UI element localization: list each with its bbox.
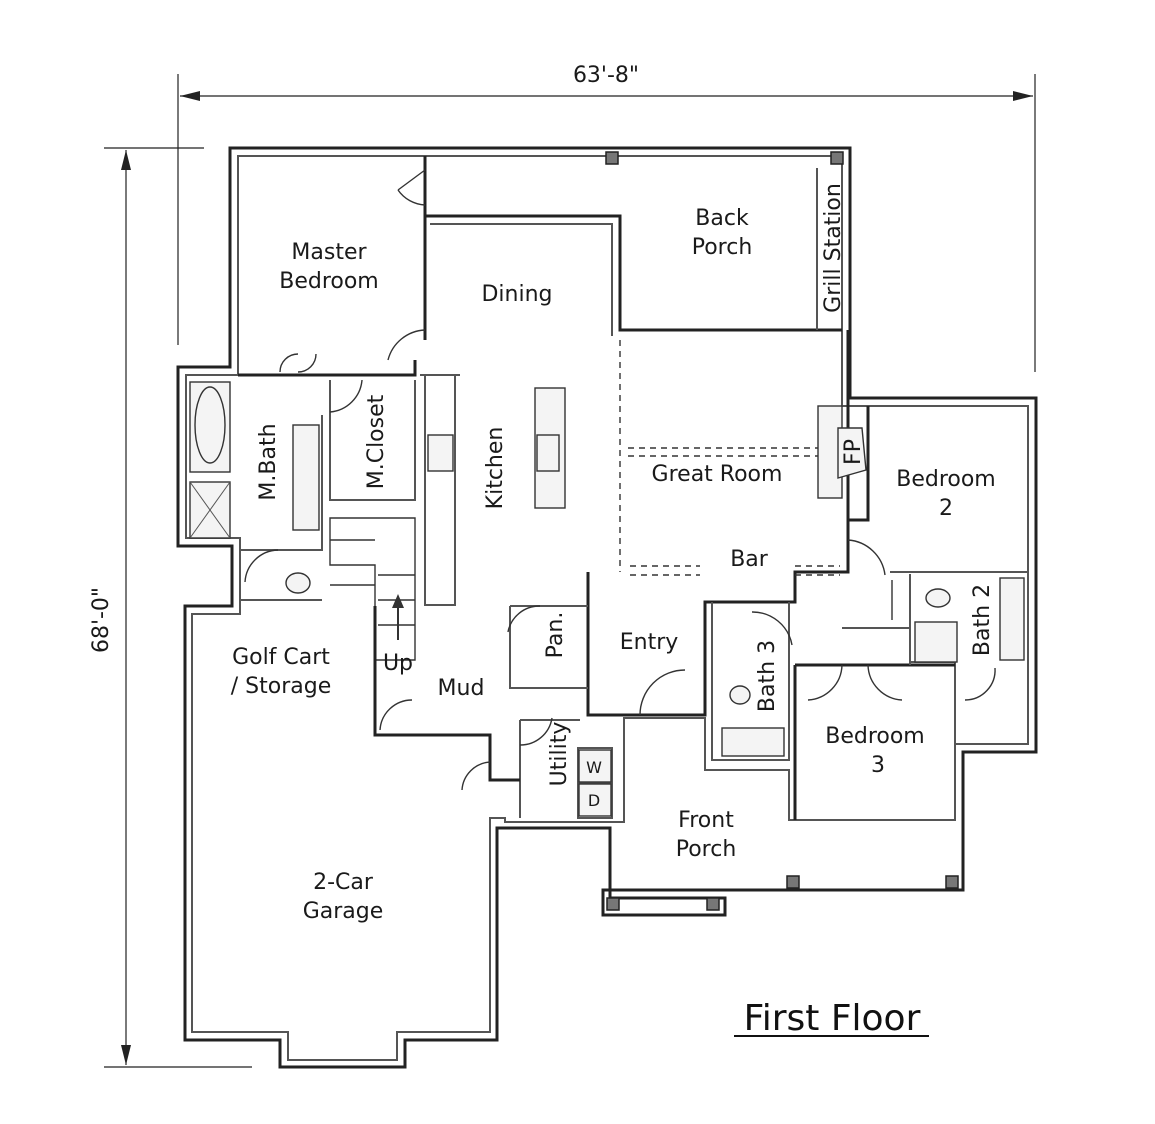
room-garage-line1: 2-Car: [313, 870, 374, 895]
room-kitchen: Kitchen: [483, 427, 508, 510]
porch-post: [945, 875, 959, 889]
interior-walls: [189, 156, 1028, 820]
stairs-up-label: Up: [383, 651, 413, 676]
porch-post: [606, 897, 620, 911]
room-bedroom-3-line2: 3: [871, 753, 885, 778]
porch-post: [786, 875, 800, 889]
dryer-label: D: [588, 791, 600, 810]
bath3-toilet: [729, 685, 751, 705]
room-bath-2: Bath 2: [970, 584, 995, 656]
washer: [578, 749, 612, 783]
dimension-depth: [104, 147, 252, 1068]
porch-post: [706, 897, 720, 911]
dryer: [578, 783, 612, 817]
room-master-bedroom-line1: Master: [291, 240, 367, 265]
room-master-bedroom-line2: Bedroom: [279, 269, 379, 294]
room-golf-cart-line2: / Storage: [231, 674, 331, 699]
doors: [244, 169, 996, 791]
porch-post: [830, 151, 844, 165]
dimension-width: [177, 74, 1036, 372]
room-bedroom-2-line2: 2: [939, 496, 953, 521]
bath2-vanity: [999, 577, 1025, 661]
bath3-tub: [721, 727, 785, 757]
room-grill-station: Grill Station: [821, 183, 846, 313]
dimension-width-label: 63'-8": [573, 63, 639, 88]
fireplace-label: FP: [841, 439, 866, 465]
room-back-porch-line2: Porch: [692, 235, 753, 260]
room-front-porch-line1: Front: [678, 808, 734, 833]
room-golf-cart-line1: Golf Cart: [232, 645, 330, 670]
room-bar: Bar: [730, 547, 769, 572]
room-bedroom-2-line1: Bedroom: [896, 467, 996, 492]
room-m-closet: M.Closet: [364, 394, 389, 489]
room-utility: Utility: [547, 722, 572, 787]
room-great-room: Great Room: [652, 462, 783, 487]
exterior-walls: [176, 146, 1038, 1069]
room-back-porch-line1: Back: [695, 206, 749, 231]
room-m-bath: M.Bath: [256, 423, 281, 500]
room-entry: Entry: [620, 630, 679, 655]
dimension-depth-label: 68'-0": [89, 587, 114, 653]
room-bath-3: Bath 3: [755, 640, 780, 712]
master-vanity: [292, 424, 320, 531]
room-front-porch-line2: Porch: [676, 837, 737, 862]
washer-label: W: [586, 758, 602, 777]
stove: [427, 434, 454, 472]
room-bedroom-3-line1: Bedroom: [825, 724, 925, 749]
room-mud: Mud: [438, 676, 485, 701]
bath2-shower: [914, 621, 958, 663]
plan-title: First Floor: [744, 998, 921, 1039]
master-tub-basin: [194, 386, 226, 464]
bath2-toilet: [925, 588, 951, 608]
room-garage-line2: Garage: [303, 899, 384, 924]
master-toilet: [285, 572, 311, 594]
room-dining: Dining: [481, 282, 552, 307]
room-pantry: Pan.: [543, 612, 568, 659]
kitchen-sink: [536, 434, 560, 472]
porch-post: [605, 151, 619, 165]
